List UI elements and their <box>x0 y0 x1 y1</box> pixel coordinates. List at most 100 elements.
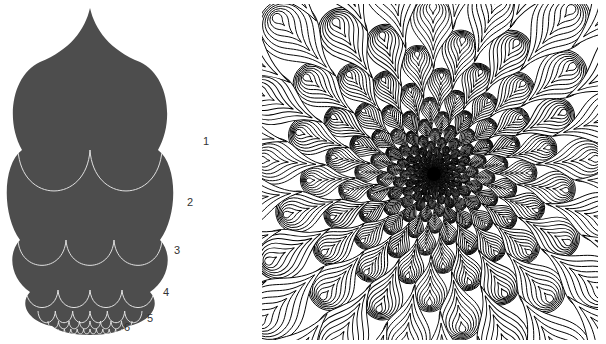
droplet-contour <box>500 162 536 185</box>
droplet-contour <box>441 191 444 194</box>
droplet-contour <box>448 161 450 162</box>
droplet-contour <box>388 165 403 175</box>
droplet-contour <box>378 74 392 90</box>
droplet-contour <box>495 209 515 227</box>
droplet-contour <box>433 130 437 136</box>
droplet-contour <box>466 158 469 160</box>
droplet-contour <box>439 201 459 226</box>
droplet-contour <box>448 175 449 177</box>
droplet-contour <box>407 157 412 161</box>
droplet-contour <box>420 238 431 254</box>
droplet-contour <box>418 178 419 179</box>
droplet-contour <box>437 207 443 215</box>
droplet-contour <box>425 197 428 201</box>
droplet-contour <box>430 143 432 145</box>
droplet-contour <box>400 146 406 152</box>
droplet-contour <box>327 149 355 169</box>
droplet-contour <box>438 113 447 125</box>
droplet-contour <box>401 173 405 176</box>
droplet-contour <box>398 160 406 166</box>
cell-boundary <box>58 329 122 334</box>
droplet-contour <box>446 174 449 176</box>
droplet-contour <box>439 154 441 157</box>
droplet-contour <box>440 139 444 144</box>
droplet-contour <box>450 128 453 132</box>
droplet-contour <box>436 159 438 161</box>
droplet-contour <box>424 163 425 164</box>
droplet-contour <box>446 186 447 187</box>
droplet-contour <box>432 129 439 140</box>
droplet-contour <box>448 201 453 206</box>
droplet-contour <box>351 137 370 152</box>
droplet-contour <box>415 182 418 185</box>
droplet-contour <box>435 71 448 91</box>
droplet-contour <box>319 188 375 234</box>
droplet-contour <box>474 184 481 189</box>
droplet-contour <box>412 147 415 150</box>
droplet-contour <box>387 148 398 158</box>
droplet-contour <box>536 142 553 155</box>
cell-boundary <box>48 321 132 329</box>
droplet-contour <box>438 153 442 158</box>
droplet-contour <box>371 154 388 167</box>
droplet-contour <box>365 179 398 205</box>
droplet-contour <box>443 163 444 164</box>
droplet-contour <box>442 192 443 194</box>
droplet-contour <box>404 85 419 104</box>
droplet-contour <box>389 168 392 170</box>
droplet-contour <box>473 170 476 172</box>
droplet-contour <box>466 178 469 180</box>
droplet-contour <box>476 171 495 183</box>
droplet-contour <box>457 174 459 175</box>
droplet-contour <box>455 173 460 176</box>
droplet-contour <box>398 161 403 165</box>
droplet-contour <box>405 212 412 220</box>
droplet-contour <box>423 246 427 252</box>
droplet-contour <box>401 174 403 175</box>
droplet-contour <box>510 165 535 180</box>
droplet <box>480 131 523 166</box>
droplet-contour <box>357 167 372 176</box>
droplet-contour <box>388 165 400 173</box>
droplet-contour <box>456 151 459 154</box>
droplet-contour <box>404 192 407 195</box>
droplet-contour <box>451 171 452 173</box>
droplet-contour <box>460 167 464 170</box>
droplet-contour <box>466 168 477 175</box>
droplet-contour <box>404 202 407 205</box>
droplet-contour <box>447 192 451 196</box>
droplet-contour <box>422 157 423 159</box>
droplet-contour <box>479 173 494 183</box>
droplet-contour <box>485 175 493 180</box>
droplet-contour <box>450 203 453 206</box>
droplet-contour <box>437 112 448 128</box>
droplet-contour <box>385 107 396 119</box>
droplet-contour <box>433 187 435 189</box>
droplet-contour <box>526 171 533 175</box>
droplet-contour <box>444 182 445 183</box>
droplet-contour <box>373 131 389 145</box>
droplet-contour <box>438 209 442 215</box>
droplet-contour <box>438 162 440 164</box>
droplet-contour <box>400 171 410 177</box>
droplet-contour <box>445 170 447 171</box>
droplet-contour <box>395 182 398 184</box>
droplet-contour <box>448 181 449 182</box>
droplet-contour <box>403 200 409 206</box>
droplet-contour <box>494 181 516 197</box>
droplet-contour <box>356 164 380 179</box>
droplet-contour <box>443 229 454 244</box>
droplet-contour <box>433 186 435 189</box>
droplet-contour <box>443 147 448 153</box>
droplet-contour <box>422 191 425 194</box>
droplet-contour <box>404 190 409 195</box>
droplet-contour <box>368 188 382 199</box>
droplet-contour <box>457 264 477 289</box>
droplet-contour <box>353 139 366 149</box>
droplet-contour <box>500 213 514 225</box>
droplet-contour <box>487 123 493 129</box>
droplet-contour <box>458 202 464 209</box>
droplet-contour <box>499 162 504 166</box>
droplet-contour <box>410 176 413 178</box>
